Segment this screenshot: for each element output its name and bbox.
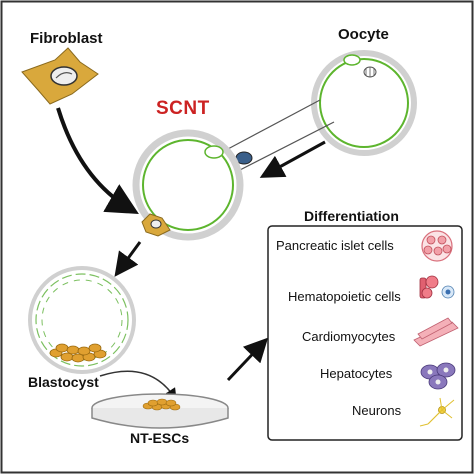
oocyte-label: Oocyte [338, 26, 389, 43]
fibroblast-icon [21, 47, 99, 105]
pancreatic-islet-cells-label: Pancreatic islet cells [276, 238, 394, 253]
fibroblast-label: Fibroblast [30, 30, 103, 47]
cardiomyocytes-icon [413, 317, 459, 347]
scnt-label: SCNT [156, 98, 210, 119]
oocyte-icon [311, 50, 417, 156]
differentiation-label: Differentiation [304, 208, 399, 224]
differentiation-box [267, 225, 463, 441]
escs-to-differentiation-arrow [226, 337, 269, 382]
hematopoietic-cells-icon [419, 275, 455, 299]
pancreatic-islet-cells-icon [421, 230, 453, 262]
blastocyst-icon [28, 266, 136, 374]
reconstructed-egg-icon [132, 129, 244, 241]
neurons-label: Neurons [352, 403, 402, 418]
hepatocytes-icon [420, 362, 456, 390]
egg-to-blastocyst-arrow [114, 241, 142, 277]
hepatocytes-label: Hepatocytes [320, 366, 393, 381]
hematopoietic-cells-label: Hematopoietic cells [288, 289, 401, 304]
cardiomyocytes-label: Cardiomyocytes [302, 329, 396, 344]
fibroblast-to-egg-arrow [56, 107, 139, 215]
petri-dish-icon [91, 393, 229, 429]
blastocyst-label: Blastocyst [28, 374, 99, 390]
oocyte-to-egg-arrow [259, 140, 326, 178]
neurons-icon [419, 397, 455, 427]
nt-escs-label: NT-ESCs [130, 430, 190, 446]
blastocyst-to-escs-arrow [99, 370, 177, 401]
